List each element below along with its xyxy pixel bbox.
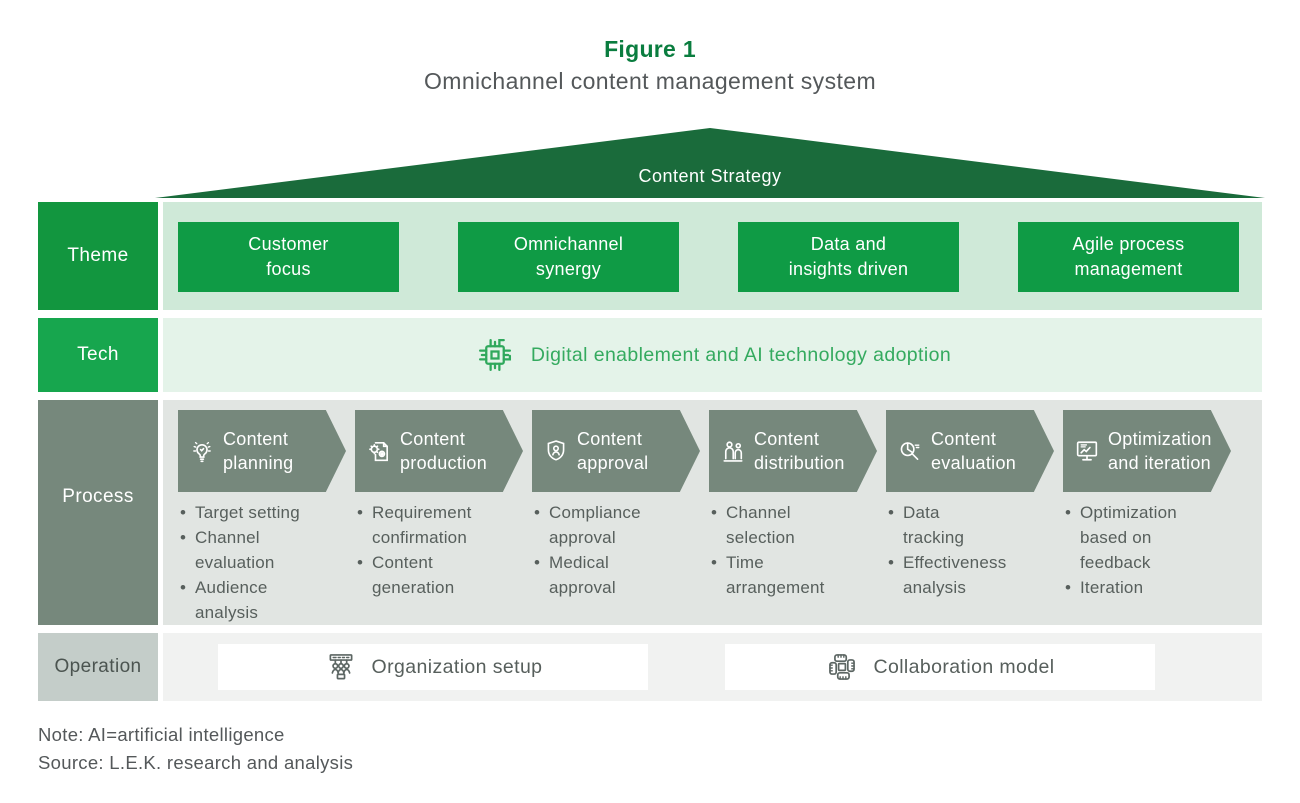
document-gear-icon xyxy=(365,437,393,465)
organization-setup-label: Organization setup xyxy=(371,655,543,678)
theme-box-agile-process: Agile process management xyxy=(1018,222,1239,292)
operation-row: Organization setup Collaboration model xyxy=(163,633,1262,701)
row-label-process: Process xyxy=(38,400,158,625)
process-step-title: Content distribution xyxy=(754,429,845,473)
magnifier-chart-icon xyxy=(896,437,924,465)
bullet-item: Optimization based on feedback xyxy=(1065,500,1233,575)
collaboration-model-box: Collaboration model xyxy=(725,644,1155,690)
theme-label-text: Theme xyxy=(67,245,129,266)
bullet-item: Medical approval xyxy=(534,550,702,600)
bullet-item: Requirement confirmation xyxy=(357,500,525,550)
monitor-chart-icon xyxy=(1073,437,1101,465)
tech-label-text: Tech xyxy=(77,344,119,365)
bullet-item: Channel selection xyxy=(711,500,879,550)
process-arrow: Optimization and iteration xyxy=(1063,410,1231,492)
organization-setup-box: Organization setup xyxy=(218,644,648,690)
bullet-item: Channel evaluation xyxy=(180,525,348,575)
process-arrow: Content production xyxy=(355,410,523,492)
chip-icon xyxy=(474,334,516,376)
process-step-title: Content evaluation xyxy=(931,429,1017,473)
theme-box-data-insights: Data and insights driven xyxy=(738,222,959,292)
row-label-tech: Tech xyxy=(38,318,158,392)
figure-label: Figure 1 xyxy=(604,36,696,62)
bullet-item: Data tracking xyxy=(888,500,1056,550)
process-bullets: Target setting Channel evaluation Audien… xyxy=(180,500,348,625)
process-label-text: Process xyxy=(62,486,134,507)
process-row: Content planning Target setting Channel … xyxy=(163,400,1262,625)
process-bullets: Optimization based on feedback Iteration xyxy=(1065,500,1233,600)
source-line: Source: L.E.K. research and analysis xyxy=(38,752,354,773)
note-line: Note: AI=artificial intelligence xyxy=(38,724,285,745)
footnotes: Note: AI=artificial intelligence Source:… xyxy=(38,721,353,777)
process-bullets: Channel selection Time arrangement xyxy=(711,500,879,600)
collaboration-model-label: Collaboration model xyxy=(873,655,1055,678)
process-arrow: Content distribution xyxy=(709,410,877,492)
tech-text: Digital enablement and AI technology ado… xyxy=(530,343,952,366)
process-arrow: Content approval xyxy=(532,410,700,492)
bullet-item: Time arrangement xyxy=(711,550,879,600)
bullet-item: Iteration xyxy=(1065,575,1233,600)
collaboration-hands-icon xyxy=(825,650,859,684)
figure-title: Omnichannel content management system xyxy=(423,68,877,94)
people-icon xyxy=(719,437,747,465)
roof-label: Content Strategy xyxy=(638,166,782,186)
bullet-item: Compliance approval xyxy=(534,500,702,550)
content-strategy-roof: Content Strategy xyxy=(155,128,1265,198)
bullet-item: Effectiveness analysis xyxy=(888,550,1056,600)
operation-label-text: Operation xyxy=(54,656,142,677)
process-step-title: Content planning xyxy=(223,429,294,473)
process-step-title: Content approval xyxy=(577,429,649,473)
tech-row: Digital enablement and AI technology ado… xyxy=(163,318,1262,392)
row-label-operation: Operation xyxy=(38,633,158,701)
process-bullets: Data tracking Effectiveness analysis xyxy=(888,500,1056,600)
row-label-theme: Theme xyxy=(38,202,158,310)
process-step-title: Optimization and iteration xyxy=(1108,429,1212,473)
theme-box-omnichannel-synergy: Omnichannel synergy xyxy=(458,222,679,292)
process-bullets: Requirement confirmation Content generat… xyxy=(357,500,525,600)
theme-box-customer-focus: Customer focus xyxy=(178,222,399,292)
process-arrow: Content planning xyxy=(178,410,346,492)
process-arrow: Content evaluation xyxy=(886,410,1054,492)
process-step-title: Content production xyxy=(400,429,488,473)
bullet-item: Audience analysis xyxy=(180,575,348,625)
bullet-item: Content generation xyxy=(357,550,525,600)
shield-approval-icon xyxy=(542,437,570,465)
org-chart-icon xyxy=(324,650,358,684)
bullet-item: Target setting xyxy=(180,500,348,525)
theme-row: Customer focus Omnichannel synergy Data … xyxy=(163,202,1262,310)
process-bullets: Compliance approval Medical approval xyxy=(534,500,702,600)
idea-lightbulb-icon xyxy=(188,437,216,465)
